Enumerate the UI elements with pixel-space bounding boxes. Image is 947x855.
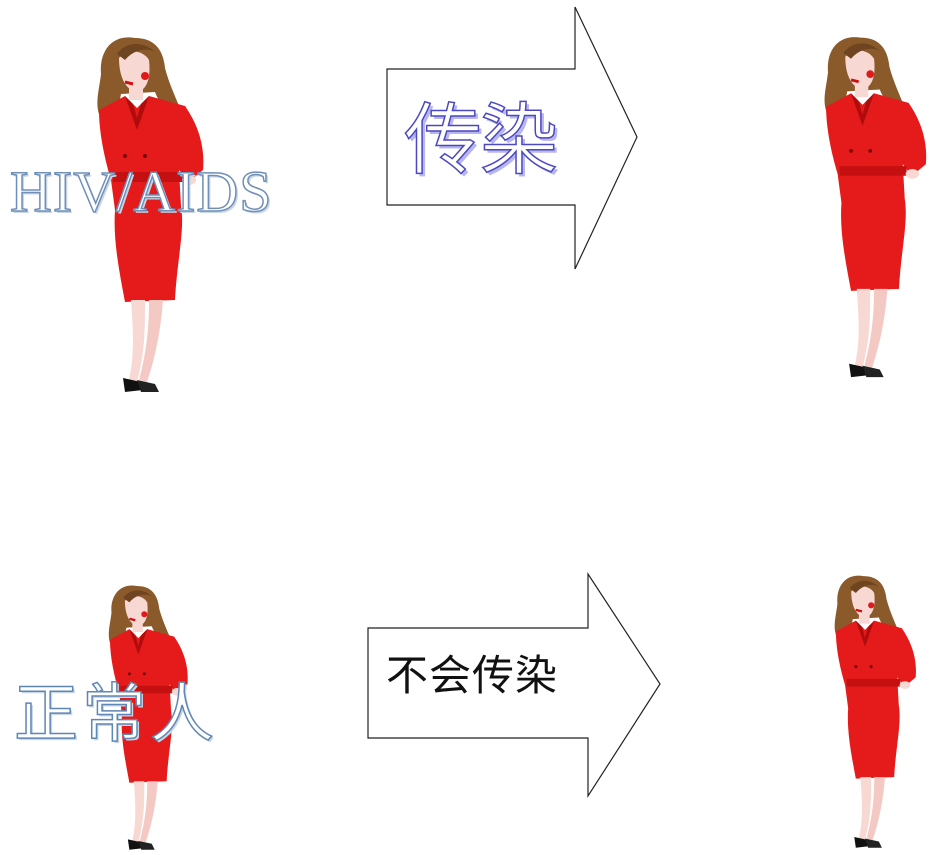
hiv-aids-label: HIV/AIDS: [9, 158, 273, 225]
transmit-arrow: [386, 6, 638, 270]
no-transmit-arrow: [367, 572, 661, 799]
woman-figure-top-right: [823, 35, 928, 379]
woman-figure-bottom-right: [833, 574, 918, 849]
no-transmit-label: 不会传染: [386, 651, 559, 700]
transmit-label: 传染: [403, 95, 559, 187]
normal-person-label: 正常人: [13, 677, 218, 753]
